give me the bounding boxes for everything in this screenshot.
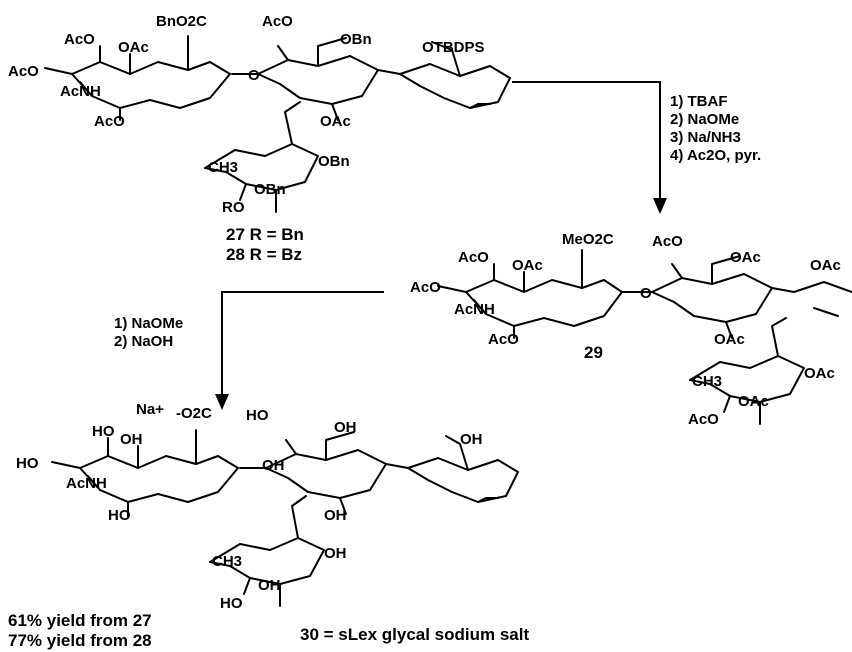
ring-glucal-mid bbox=[793, 281, 852, 317]
group-acnh-m: AcNH bbox=[454, 301, 495, 318]
group-ho-b5: HO bbox=[16, 455, 39, 472]
group-obn-3: OBn bbox=[254, 181, 286, 198]
ring-galactose-bottom bbox=[265, 449, 387, 499]
ring-fucose-mid bbox=[689, 355, 805, 403]
group-aco-2: AcO bbox=[64, 31, 95, 48]
group-oac-m6: OAc bbox=[738, 393, 769, 410]
group-obn-2: OBn bbox=[318, 153, 350, 170]
group-oac-m1: OAc bbox=[730, 249, 761, 266]
group-carboxylate: -O2C bbox=[176, 405, 212, 422]
arrowhead-2 bbox=[215, 394, 229, 410]
yield-from-28: 77% yield from 28 bbox=[8, 631, 152, 650]
reagent-naome-1: 2) NaOMe bbox=[670, 111, 739, 128]
group-aco-3: AcO bbox=[8, 63, 39, 80]
group-oac-m2: OAc bbox=[810, 257, 841, 274]
group-oac-m4: OAc bbox=[714, 331, 745, 348]
ring-sialic-top bbox=[44, 61, 231, 109]
group-oh-b3: OH bbox=[120, 431, 143, 448]
group-ch3: CH3 bbox=[208, 159, 238, 176]
group-bno2c: BnO2C bbox=[156, 13, 207, 30]
compound-30: Na+ -O2C HO OH OH HO OH AcNH HO OH OH CH… bbox=[16, 401, 529, 644]
group-aco-m2: AcO bbox=[458, 249, 489, 266]
group-oac-1: OAc bbox=[118, 39, 149, 56]
group-oac-m3: OAc bbox=[512, 257, 543, 274]
group-oac-m5: OAc bbox=[804, 365, 835, 382]
group-oac-2: OAc bbox=[320, 113, 351, 130]
label-29: 29 bbox=[584, 343, 603, 362]
group-o-link: O bbox=[248, 67, 260, 84]
group-o-b: OH bbox=[262, 457, 285, 474]
group-aco-m5: AcO bbox=[410, 279, 441, 296]
group-aco-m3: AcO bbox=[488, 331, 519, 348]
group-oh-b6: OH bbox=[258, 577, 281, 594]
ring-sialic-mid bbox=[437, 279, 623, 327]
reagent-na-nh3: 3) Na/NH3 bbox=[670, 129, 741, 146]
ring-galactose-top bbox=[257, 55, 379, 105]
group-ch3-b: CH3 bbox=[212, 553, 242, 570]
arrowhead-1 bbox=[653, 198, 667, 214]
reagent-naoh: 2) NaOH bbox=[114, 333, 173, 350]
compound-29: MeO2C AcO OAc OAc AcO OAc AcNH AcO O OAc… bbox=[410, 231, 852, 428]
ring-glucal-top bbox=[399, 63, 511, 109]
ring-sialic-bottom bbox=[51, 455, 239, 503]
arrow-step-1[interactable] bbox=[512, 81, 667, 214]
group-na-plus: Na+ bbox=[136, 401, 164, 418]
group-o-m: O bbox=[640, 285, 652, 302]
ring-galactose-mid bbox=[651, 273, 773, 323]
group-ho-b4: HO bbox=[220, 595, 243, 612]
group-ho-b1: HO bbox=[246, 407, 269, 424]
ring-glucal-bottom bbox=[407, 457, 519, 503]
group-aco-m1: AcO bbox=[652, 233, 683, 250]
group-oh-b5: OH bbox=[324, 545, 347, 562]
group-acnh-b: AcNH bbox=[66, 475, 107, 492]
group-aco-m4: AcO bbox=[688, 411, 719, 428]
group-obn-1: OBn bbox=[340, 31, 372, 48]
label-30: 30 = sLex glycal sodium salt bbox=[300, 625, 529, 644]
group-meo2c: MeO2C bbox=[562, 231, 614, 248]
group-otbdps: OTBDPS bbox=[422, 39, 485, 56]
arrow-step-2[interactable] bbox=[215, 291, 384, 410]
yield-from-27: 61% yield from 27 bbox=[8, 611, 152, 630]
group-ho-b3: HO bbox=[108, 507, 131, 524]
group-ho-b2: HO bbox=[92, 423, 115, 440]
ring-fucose-bottom bbox=[209, 537, 325, 585]
group-oh-b2: OH bbox=[460, 431, 483, 448]
reagent-ac2o: 4) Ac2O, pyr. bbox=[670, 147, 761, 164]
group-acnh: AcNH bbox=[60, 83, 101, 100]
group-ro: RO bbox=[222, 199, 245, 216]
group-aco-4: AcO bbox=[94, 113, 125, 130]
ring-fucose-top bbox=[204, 143, 319, 191]
group-oh-b4: OH bbox=[324, 507, 347, 524]
compound-27-28: BnO2C AcO OBn OTBDPS AcO OAc AcO AcNH Ac… bbox=[8, 13, 511, 264]
label-27: 27 R = Bn bbox=[226, 225, 304, 244]
reagent-naome-2: 1) NaOMe bbox=[114, 315, 183, 332]
group-oh-b1: OH bbox=[334, 419, 357, 436]
reagent-tbaf: 1) TBAF bbox=[670, 93, 728, 110]
label-28: 28 R = Bz bbox=[226, 245, 302, 264]
group-ch3-m: CH3 bbox=[692, 373, 722, 390]
group-aco-1: AcO bbox=[262, 13, 293, 30]
